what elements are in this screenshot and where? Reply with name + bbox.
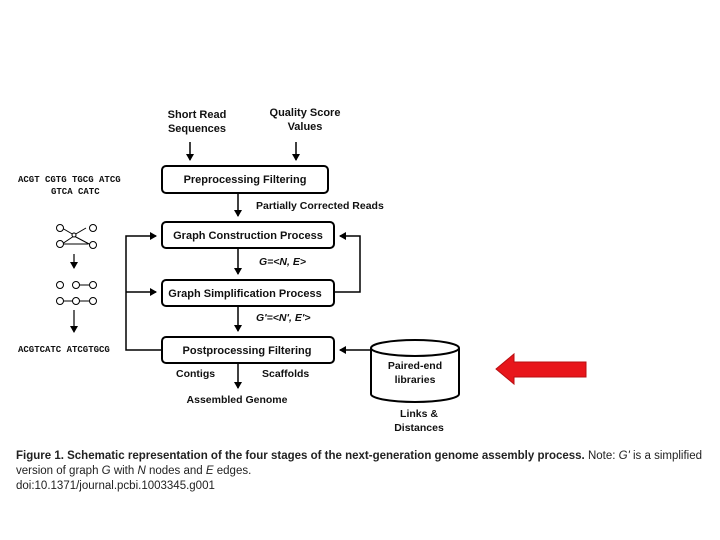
graph-construction-box <box>161 221 335 249</box>
library-cylinder <box>370 348 460 403</box>
short-read-label-2: Sequences <box>168 123 226 135</box>
postprocessing-label: Postprocessing Filtering <box>183 345 312 357</box>
caption-note-prefix: Note: <box>584 450 619 462</box>
links-label-2: Distances <box>394 422 444 434</box>
contigs-label: Contigs <box>176 368 215 380</box>
preprocessing-label: Preprocessing Filtering <box>184 174 307 186</box>
links-label-1: Links & <box>400 408 438 420</box>
assembled-genome-label: Assembled Genome <box>187 394 288 406</box>
graph-construction-label: Graph Construction Process <box>173 230 323 242</box>
graph-g-label: G=<N, E> <box>259 256 306 268</box>
caption-note-mid3: nodes and <box>145 465 206 477</box>
graph-g-prime-label: G'=<N', E'> <box>256 312 310 324</box>
graph-simplification-box <box>161 279 335 307</box>
figure-caption: Figure 1. Schematic representation of th… <box>16 449 706 494</box>
red-pointer-arrow <box>495 352 587 386</box>
sequence-row-2: GTCA CATC <box>51 187 100 197</box>
sequence-row-3: ACGTCATC ATCGTGCG <box>18 345 110 355</box>
caption-doi: doi:10.1371/journal.pcbi.1003345.g001 <box>16 480 215 492</box>
quality-score-label-2: Values <box>288 121 323 133</box>
left-feedback-line <box>125 232 162 351</box>
caption-title: Figure 1. Schematic representation of th… <box>16 450 585 462</box>
short-read-label-1: Short Read <box>168 109 227 121</box>
graph-simplification-sketch <box>56 281 97 305</box>
quality-score-label-1: Quality Score <box>270 107 341 119</box>
preprocessing-box <box>161 165 329 194</box>
caption-note-mid2: with <box>110 465 138 477</box>
library-label-1: Paired-end <box>388 360 442 372</box>
partially-corrected-label: Partially Corrected Reads <box>256 200 384 212</box>
graph-simplification-label: Graph Simplification Process <box>168 288 321 300</box>
caption-g-prime: G' <box>618 450 630 462</box>
caption-n: N <box>137 465 146 477</box>
library-cylinder-top <box>370 339 460 357</box>
caption-g: G <box>101 465 111 477</box>
caption-note-mid1: is a simplified version of graph <box>16 450 703 477</box>
caption-e: E <box>205 465 214 477</box>
library-label-2: libraries <box>395 374 436 386</box>
caption-note-end: edges. <box>213 465 252 477</box>
graph-construction-sketch <box>56 224 97 249</box>
scaffolds-label: Scaffolds <box>262 368 309 380</box>
sequence-row-1: ACGT CGTG TGCG ATCG <box>18 175 121 185</box>
right-feedback-line <box>334 232 361 293</box>
